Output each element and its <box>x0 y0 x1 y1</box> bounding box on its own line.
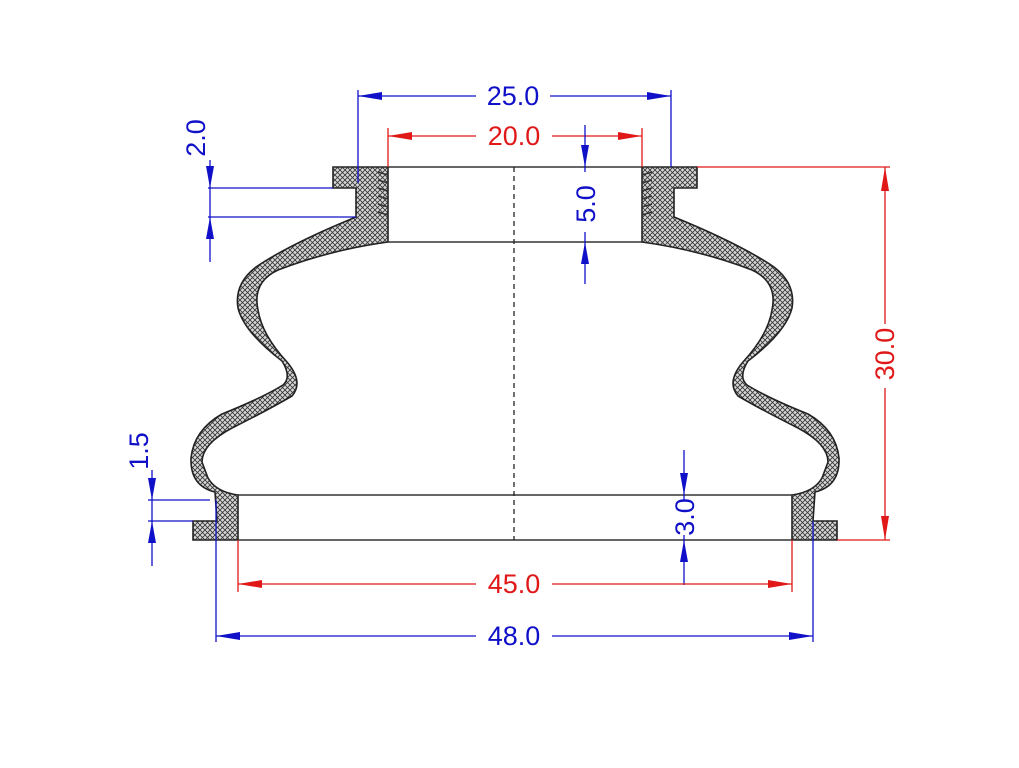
dimension-label-25: 25.0 <box>487 81 540 111</box>
dimension-label-30: 30.0 <box>870 328 900 381</box>
boot-section <box>190 166 840 541</box>
dimension-flange-thickness-top: 2.0 <box>181 119 356 262</box>
dimension-bottom-outer-width: 48.0 <box>215 500 814 651</box>
dimension-label-45: 45.0 <box>488 569 541 599</box>
dimension-label-2: 2.0 <box>181 119 211 157</box>
thread-marks-left <box>377 171 389 216</box>
dimension-flange-thickness-bottom: 1.5 <box>124 432 210 566</box>
dimension-neck-height: 5.0 <box>571 125 601 284</box>
dimension-label-1-5: 1.5 <box>124 432 154 470</box>
dimension-top-outer-width: 25.0 <box>357 81 672 183</box>
dimension-label-5: 5.0 <box>571 185 601 223</box>
dimension-label-20: 20.0 <box>488 121 541 151</box>
left-wall-section <box>190 166 389 541</box>
dimension-label-48: 48.0 <box>488 621 541 651</box>
dimension-bottom-inner-width: 45.0 <box>237 540 793 599</box>
dimension-label-3: 3.0 <box>670 498 700 536</box>
dimension-bottom-ring-height: 3.0 <box>670 450 700 585</box>
right-wall-section <box>641 166 840 541</box>
dimension-top-inner-width: 20.0 <box>387 121 643 167</box>
dimension-overall-height: 30.0 <box>697 166 900 541</box>
thread-marks-right <box>641 171 653 216</box>
